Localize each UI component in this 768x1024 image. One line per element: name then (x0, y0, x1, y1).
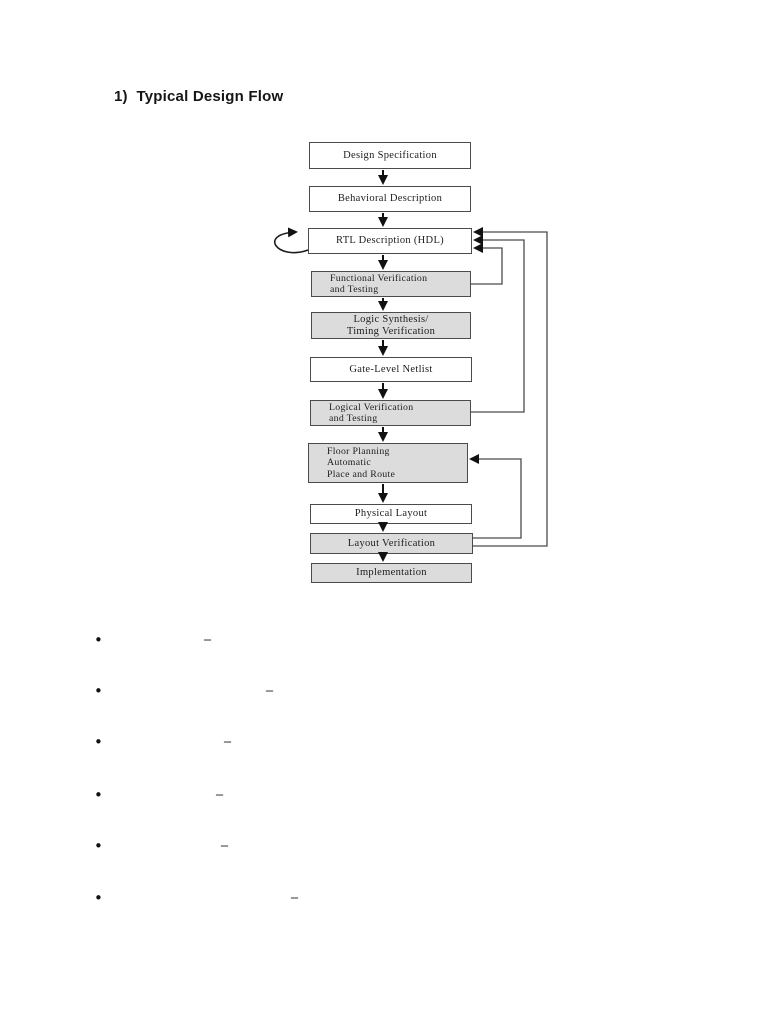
bullet-dot: • (94, 889, 103, 907)
gate-level-netlist-label: Gate-Level Netlist (349, 363, 433, 375)
bullet-dash: – (204, 632, 211, 647)
rtl-self-loop-arrow (274, 227, 309, 254)
gate-level-netlist-box: Gate-Level Netlist (310, 357, 472, 382)
page-title: 1) Typical Design Flow (114, 88, 284, 105)
bullet-item-3: •– (0, 735, 768, 751)
feedback-arrow-functional-verification-to-rtl (471, 243, 503, 285)
bullet-dash: – (216, 787, 223, 802)
implementation-label: Implementation (356, 567, 427, 578)
feedback-arrow-layout-verification-to-rtl (473, 227, 548, 547)
bullet-item-2: •– (0, 684, 768, 700)
floor-planning-label: Automatic (327, 457, 372, 469)
physical-layout-label: Physical Layout (354, 508, 428, 519)
bullet-dot: • (94, 631, 103, 649)
bullet-item-5: •– (0, 839, 768, 855)
floor-planning-label: Floor Planning (327, 445, 390, 457)
bullet-dash: – (266, 683, 273, 698)
bullet-dot: • (94, 733, 103, 751)
implementation-box: Implementation (311, 563, 472, 583)
behavioral-description-box: Behavioral Description (309, 186, 471, 212)
feedback-arrow-logical-verification-to-rtl (471, 235, 525, 413)
design-specification-box: Design Specification (309, 142, 471, 169)
layout-verification-box: Layout Verification (310, 533, 473, 554)
bullet-item-1: •– (0, 633, 768, 649)
bullet-dash: – (291, 890, 298, 905)
design-specification-label: Design Specification (343, 149, 437, 161)
floor-planning-label: Place and Route (327, 468, 396, 480)
layout-verification-label: Layout Verification (347, 537, 436, 549)
rtl-description-label: RTL Description (HDL) (336, 235, 444, 246)
bullet-item-6: •– (0, 891, 768, 907)
logical-verification-label: Logical Verification (329, 401, 414, 413)
bullet-dot: • (94, 837, 103, 855)
behavioral-description-label: Behavioral Description (337, 193, 443, 204)
bullet-dot: • (94, 682, 103, 700)
logic-synthesis-label: Logic Synthesis/ (353, 313, 429, 325)
bullet-dash: – (221, 838, 228, 853)
physical-layout-box: Physical Layout (310, 504, 472, 524)
feedback-arrow-layout-verification-to-floor-planning (469, 454, 522, 539)
logic-synthesis-label: Timing Verification (346, 325, 436, 337)
functional-verification-label: Functional Verification (330, 272, 428, 284)
logic-synthesis-box: Logic Synthesis/Timing Verification (311, 312, 471, 339)
functional-verification-label: and Testing (330, 284, 379, 295)
bullet-dot: • (94, 786, 103, 804)
rtl-description-box: RTL Description (HDL) (308, 228, 472, 254)
bullet-dash: – (224, 734, 231, 749)
logical-verification-label: and Testing (329, 413, 378, 424)
bullet-item-4: •– (0, 788, 768, 804)
